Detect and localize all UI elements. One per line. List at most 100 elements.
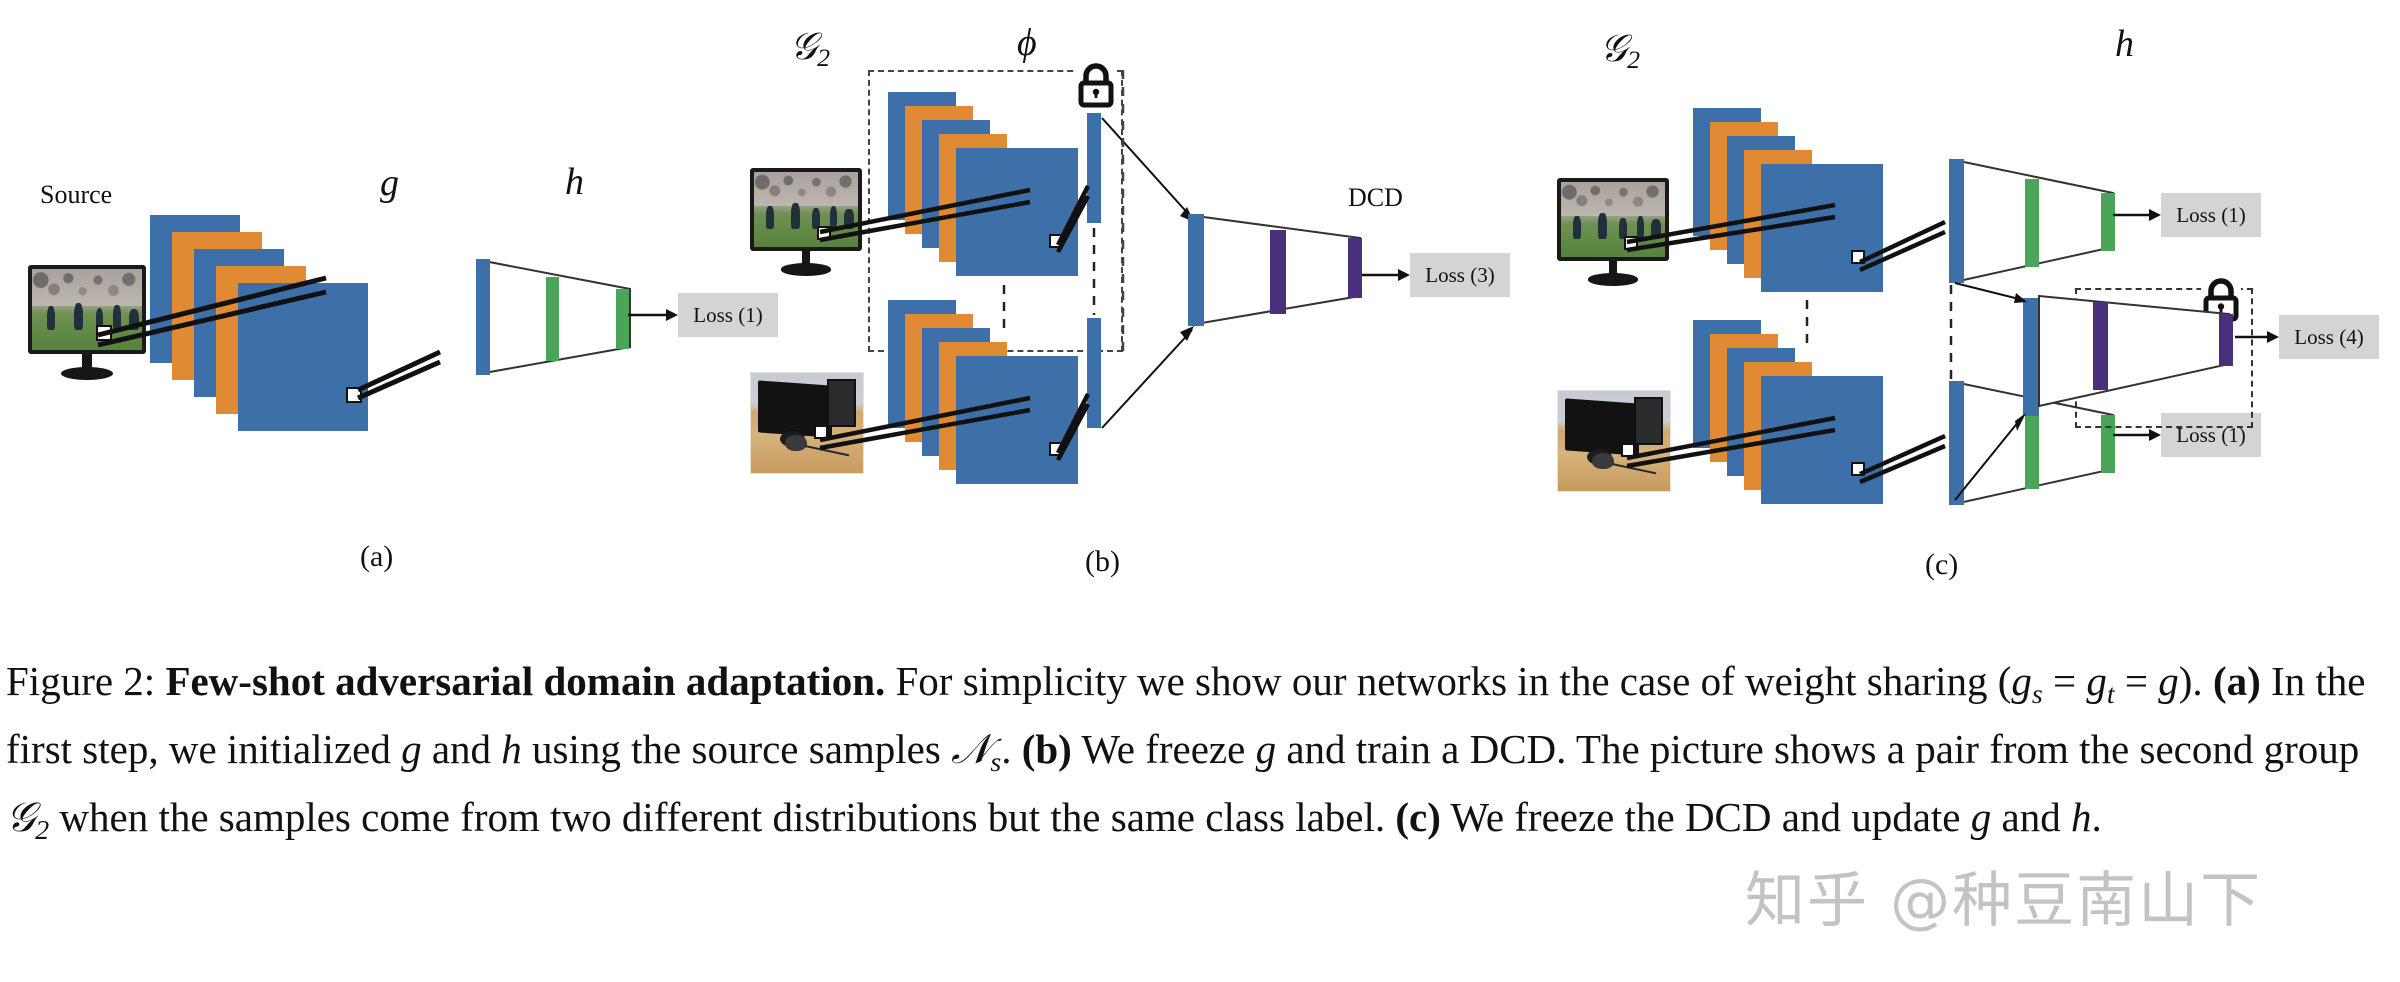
g-symbol-label-a: g	[380, 162, 399, 204]
group-g2-label-b: 𝒢2	[790, 28, 830, 71]
g-symbol-inline-a: g	[401, 725, 422, 772]
player-figure	[1573, 216, 1581, 239]
panel-b: 𝒢2 ϕ	[740, 0, 1560, 640]
lock-icon-b	[1076, 62, 1116, 110]
group-g2-label-c: 𝒢2	[1600, 30, 1640, 73]
subscript-t: t	[2106, 678, 2115, 710]
monitor-screen	[754, 172, 858, 247]
caption-tag-c: (c)	[1395, 793, 1441, 840]
script-g-symbol: 𝒢	[6, 793, 36, 840]
subscript-s: s	[2031, 678, 2043, 710]
figure-title: Few-shot adversarial domain adaptation.	[165, 658, 886, 704]
caption-text-1: For simplicity we show our networks in t…	[885, 658, 2012, 704]
feature-vector-bar-b-bottom	[1087, 318, 1101, 428]
g-symbol: g	[2011, 658, 2032, 704]
dcd-network-c	[2038, 294, 2233, 408]
h-symbol-inline-a: h	[501, 725, 522, 772]
subscript-s: s	[990, 746, 1002, 778]
player-figure	[766, 206, 774, 229]
script-g-symbol: 𝒢	[1600, 28, 1628, 70]
panel-label-c: (c)	[1925, 548, 1959, 581]
g-sub-t: gt	[2086, 658, 2114, 710]
player-figure	[47, 306, 56, 331]
monitor-stand-base	[781, 263, 831, 276]
h-symbol-label-c: h	[2115, 23, 2134, 65]
target-image-desk	[750, 372, 864, 474]
arrow-to-loss-c-mid	[2235, 331, 2279, 343]
caption-text-a: In the first step, we initialized	[6, 658, 2366, 772]
player-figure	[1598, 213, 1607, 239]
player-figure	[812, 207, 820, 229]
subscript-2: 2	[1627, 45, 1640, 75]
equals-sign-2: =	[2124, 658, 2149, 704]
dcd-network-b	[1188, 214, 1362, 326]
g-symbol-inline-b: g	[1255, 725, 1277, 772]
monitor-bezel	[28, 265, 146, 354]
dcd-input-bar-c	[2023, 298, 2039, 416]
arrow-to-loss-c-bottom	[2113, 429, 2161, 441]
player-figure	[95, 307, 104, 331]
caption-tag-b: (b)	[1021, 725, 1072, 772]
player-figure	[1651, 219, 1661, 239]
monitor-stand-neck	[1608, 260, 1618, 275]
caption-text-2: ).	[2178, 658, 2213, 704]
period-1: .	[1001, 725, 1012, 772]
g-symbol-inline: g	[2158, 658, 2179, 704]
loss-box-b: Loss (3)	[1410, 253, 1510, 297]
arrow-to-loss-b	[1362, 269, 1410, 281]
player-figure	[113, 305, 122, 330]
stadium-crowd	[32, 269, 142, 307]
script-d-symbol: 𝒩	[951, 725, 991, 772]
connector-lines-c	[1626, 202, 2027, 501]
arrow-to-loss-c-top	[2113, 209, 2161, 221]
caption-text-c2: We freeze the DCD and update	[1440, 793, 1971, 840]
g-sub-s: gs	[2011, 658, 2042, 710]
classifier-h-c-top	[1949, 159, 2115, 283]
monitor-stand-base	[61, 367, 113, 381]
caption-text-c3: and	[1991, 793, 2071, 840]
loss-box-a: Loss (1)	[678, 293, 778, 337]
script-g-sub-2: 𝒢2	[6, 793, 49, 846]
panel-c: 𝒢2 h	[1545, 0, 2400, 640]
conv-stack-a	[150, 215, 440, 505]
g-symbol-inline-c: g	[1970, 793, 1992, 840]
dcd-label-b: DCD	[1348, 183, 1403, 212]
phi-symbol-label: ϕ	[1017, 22, 1037, 64]
loss-box-c-mid: Loss (4)	[2279, 315, 2379, 359]
h-symbol-label-a: h	[565, 161, 584, 203]
target-image-desk-c	[1557, 390, 1671, 492]
zhihu-watermark: 知乎 @种豆南山下	[1745, 866, 2263, 936]
caption-text-b: We freeze	[1071, 725, 1256, 772]
subscript-2: 2	[35, 814, 50, 846]
figure-caption: Figure 2: Few-shot adversarial domain ad…	[6, 654, 2396, 857]
caption-text-a3: using the source samples	[521, 725, 952, 772]
source-label: Source	[40, 180, 113, 209]
equals-sign-1: =	[2053, 658, 2077, 704]
computer-mouse	[1591, 453, 1614, 469]
receptive-field-lines-a	[97, 275, 442, 401]
player-figure	[791, 203, 800, 229]
stadium-crowd	[1561, 182, 1665, 217]
branch-dashed-connectors-b	[1002, 228, 1096, 330]
source-image-monitor	[28, 265, 146, 385]
player-figure	[1619, 217, 1627, 239]
desk-monitor-second	[1634, 397, 1664, 445]
monitor-stand-neck	[82, 353, 92, 369]
caption-text-c: when the samples come from two different…	[49, 793, 1396, 840]
h-symbol-inline-c: h	[2070, 793, 2092, 840]
panel-label-b: (b)	[1085, 545, 1120, 578]
player-figure	[1636, 215, 1645, 239]
caption-text-a2: and	[421, 725, 502, 772]
player-figure	[73, 302, 83, 331]
classifier-h-c-bottom	[1949, 381, 2115, 505]
stadium-crowd	[754, 172, 858, 207]
classifier-h-a	[476, 259, 631, 375]
monitor-screen	[32, 269, 142, 350]
player-figure	[829, 205, 838, 229]
desk-monitor-second	[827, 379, 857, 427]
caption-tag-a: (a)	[2212, 658, 2261, 704]
phi-box-right-dashed-edge	[1121, 70, 1125, 352]
player-figure	[128, 309, 139, 331]
caption-end: .	[2091, 793, 2102, 840]
